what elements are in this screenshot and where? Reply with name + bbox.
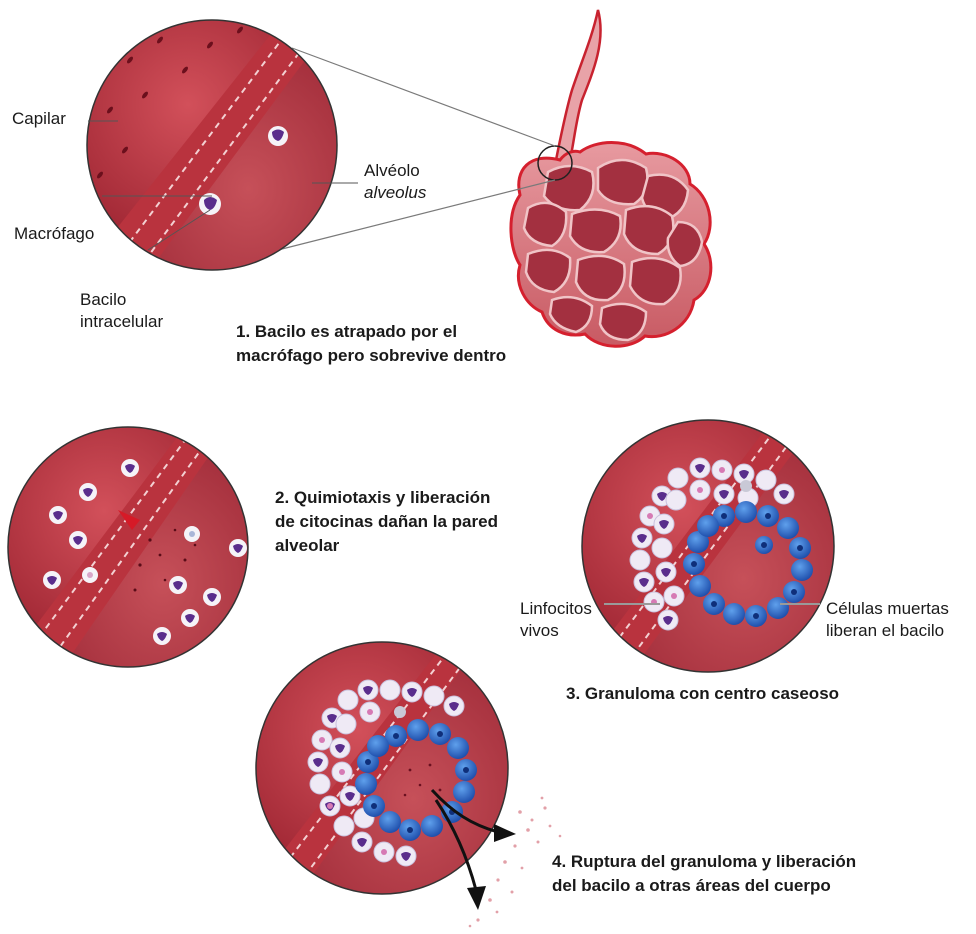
step2-caption-line2: de citocinas dañan la pared <box>275 510 498 533</box>
panel4-circle <box>230 636 522 920</box>
step4-caption-line2: del bacilo a otras áreas del cuerpo <box>552 874 831 897</box>
step2-caption-line1: 2. Quimiotaxis y liberación <box>275 486 490 509</box>
panel3-circle <box>560 410 852 700</box>
alveolar-cluster-illustration <box>511 10 711 346</box>
panel2-circle <box>0 420 262 700</box>
label-celulas-line2: liberan el bacilo <box>826 620 944 642</box>
label-alveolo: Alvéolo <box>364 160 420 182</box>
label-linfocitos-line2: vivos <box>520 620 559 642</box>
macrophage-cell <box>268 126 288 146</box>
label-linfocitos-line1: Linfocitos <box>520 598 592 620</box>
step2-caption-line3: alveolar <box>275 534 339 557</box>
step1-caption-line1: 1. Bacilo es atrapado por el <box>236 320 457 343</box>
label-bacilo-line2: intracelular <box>80 311 163 333</box>
label-macrofago: Macrófago <box>14 223 94 245</box>
step4-caption-line1: 4. Ruptura del granuloma y liberación <box>552 850 856 873</box>
label-alveolus: alveolus <box>364 182 426 204</box>
panel1-circle <box>60 10 360 310</box>
label-celulas-line1: Células muertas <box>826 598 949 620</box>
step3-caption: 3. Granuloma con centro caseoso <box>566 682 839 705</box>
label-bacilo-line1: Bacilo <box>80 289 126 311</box>
label-capilar: Capilar <box>12 108 66 130</box>
step1-caption-line2: macrófago pero sobrevive dentro <box>236 344 506 367</box>
